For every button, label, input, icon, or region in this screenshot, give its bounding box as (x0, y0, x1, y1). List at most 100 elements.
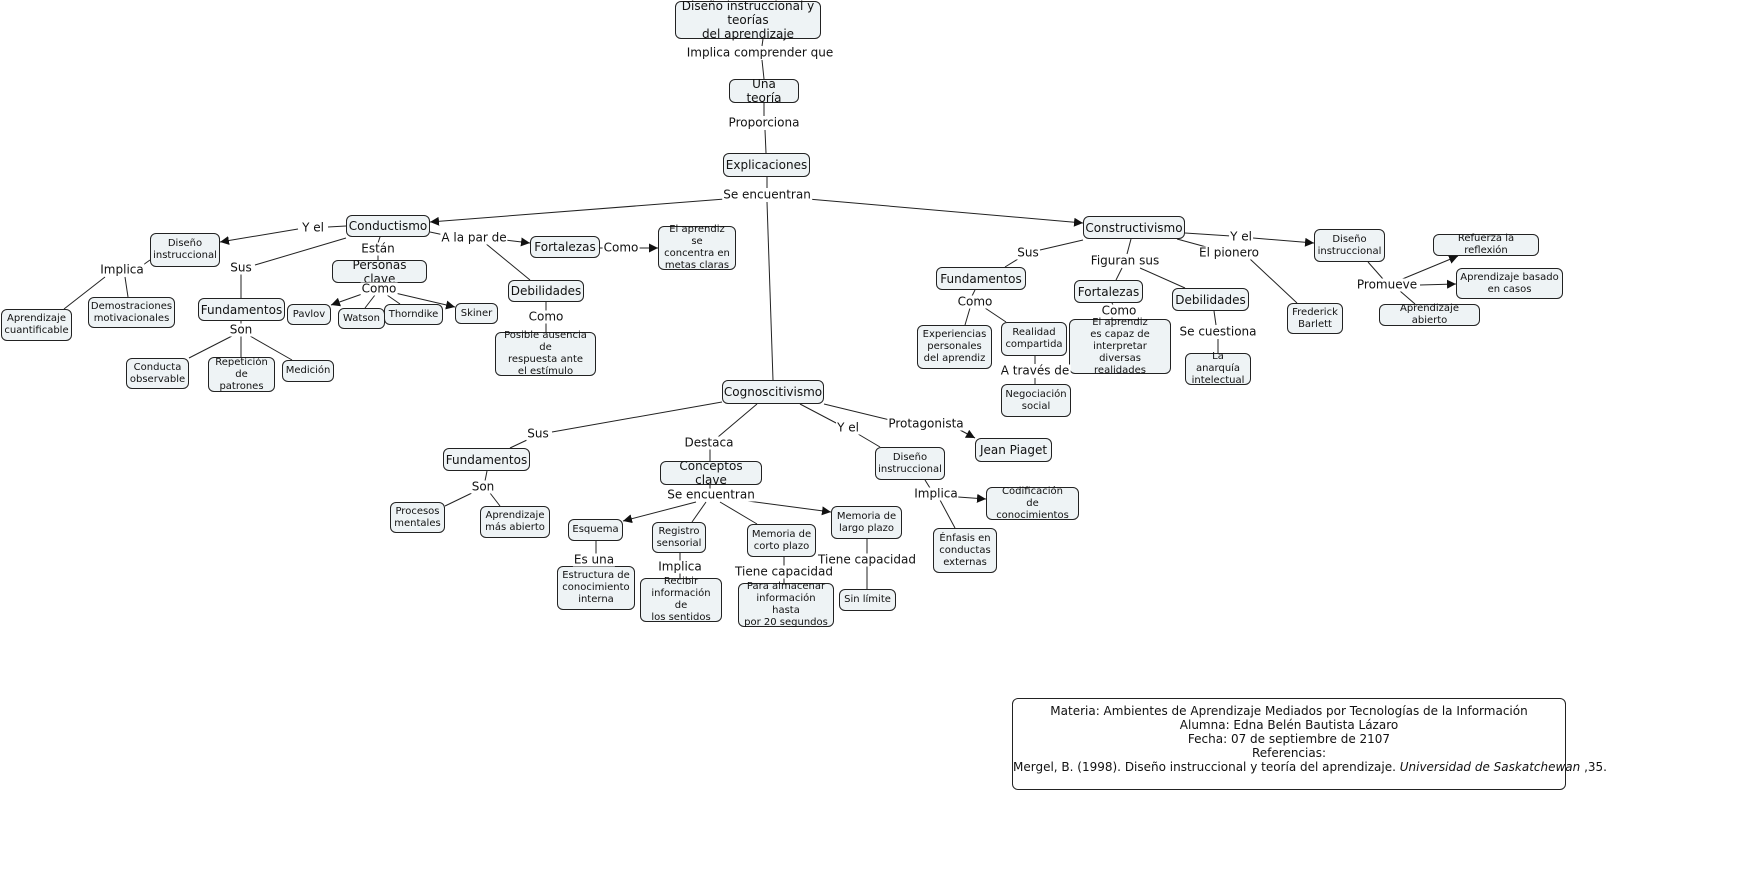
link-arrow (1399, 255, 1459, 281)
concept-di-conductismo[interactable]: Diseño instruccional (150, 233, 220, 267)
link-line (1213, 310, 1217, 326)
concept-repeticion[interactable]: Repetición de patrones (208, 357, 275, 392)
link-arrow (1252, 237, 1315, 247)
concept-aprendizaje-cuantificable[interactable]: Aprendizaje cuantificable (1, 309, 72, 341)
link-label: Y el (301, 220, 325, 235)
concept-experiencias[interactable]: Experiencias personales del aprendiz (917, 325, 992, 369)
concept-skiner[interactable]: Skiner (455, 303, 498, 324)
concept-aprendizaje-abierto[interactable]: Aprendizaje abierto (1379, 303, 1480, 326)
link-label: Se encuentran (722, 187, 812, 202)
concept-jean-piaget[interactable]: Jean Piaget (975, 438, 1052, 462)
link-line (364, 294, 376, 309)
link-line (719, 501, 758, 525)
concept-sin-limite[interactable]: Sin límite (839, 589, 896, 611)
link-arrow (739, 499, 832, 516)
link-line (1139, 267, 1186, 289)
concept-medicion[interactable]: Medición (282, 360, 334, 382)
concept-fortalezas-conductismo[interactable]: Fortalezas (530, 236, 600, 258)
footer-reference-entry: Mergel, B. (1998). Diseño instruccional … (1013, 760, 1607, 774)
link-line (489, 492, 501, 507)
link-arrow (394, 292, 456, 310)
concept-frederick[interactable]: Frederick Barlett (1287, 303, 1343, 334)
concept-procesos-mentales[interactable]: Procesos mentales (390, 502, 445, 533)
concept-conductismo[interactable]: Conductismo (346, 215, 430, 237)
link-label: Son (228, 322, 254, 337)
concept-memoria-largo[interactable]: Memoria de largo plazo (831, 506, 902, 539)
concept-registro-sensorial[interactable]: Registro sensorial (652, 522, 706, 553)
concept-conducta-observable[interactable]: Conducta observable (126, 358, 189, 389)
concept-title[interactable]: Diseño instruccional y teorías del apren… (675, 0, 821, 41)
concept-fundamentos-conductismo[interactable]: Fundamentos (198, 298, 285, 321)
link-line (799, 403, 839, 425)
link-label: Implica (657, 559, 703, 574)
link-line (124, 276, 129, 298)
link-line (1399, 290, 1416, 305)
link-line (509, 439, 528, 449)
concept-demostraciones[interactable]: Demostraciones motivacionales (88, 297, 175, 328)
link-line (551, 401, 723, 433)
concept-una-teoria[interactable]: Una teoría (729, 77, 799, 105)
concept-metas-claras[interactable]: El aprendiz se concentra en metas claras (658, 224, 736, 271)
concept-almacenar[interactable]: Para almacenar información hasta por 20 … (738, 581, 834, 628)
link-line (1126, 238, 1132, 255)
link-label: Como (1100, 303, 1138, 318)
concept-interpretar[interactable]: El aprendiz es capaz de interpretar dive… (1069, 317, 1171, 376)
footer-materia: Materia: Ambientes de Aprendizaje Mediad… (1050, 704, 1528, 718)
concept-realidad-compartida[interactable]: Realidad compartida (1001, 322, 1067, 356)
ref-text: Mergel, B. (1998). Diseño instruccional … (1013, 760, 1400, 774)
concept-conceptos-clave[interactable]: Conceptos clave (660, 459, 762, 487)
concept-estructura[interactable]: Estructura de conocimiento interna (557, 566, 635, 610)
concept-mas-abierto[interactable]: Aprendizaje más abierto (480, 506, 550, 538)
concept-di-constructivismo[interactable]: Diseño instruccional (1314, 229, 1385, 262)
concept-explicaciones[interactable]: Explicaciones (723, 153, 810, 177)
link-line (1184, 232, 1232, 237)
concept-esquema[interactable]: Esquema (568, 519, 623, 541)
link-line (964, 307, 971, 326)
link-line (327, 225, 347, 228)
link-line (1039, 239, 1084, 251)
concept-refuerza[interactable]: Refuerza la reflexión (1433, 233, 1539, 256)
concept-posible-ausencia[interactable]: Posible ausencia de respuesta ante el es… (495, 330, 596, 377)
concept-basado-casos[interactable]: Aprendizaje basado en casos (1456, 268, 1563, 299)
link-line (939, 499, 956, 529)
concept-personas-clave[interactable]: Personas clave (332, 258, 427, 286)
concept-fortalezas-constructivismo[interactable]: Fortalezas (1074, 280, 1143, 303)
concept-negociacion-social[interactable]: Negociación social (1001, 384, 1071, 417)
concept-constructivismo[interactable]: Constructivismo (1083, 216, 1185, 239)
link-arrow (957, 493, 987, 503)
link-arrow (330, 292, 366, 307)
link-line (761, 38, 764, 47)
concept-anarquia[interactable]: La anarquía intelectual (1185, 351, 1251, 386)
link-label: A la par de (440, 230, 508, 245)
link-label: Destaca (683, 435, 735, 450)
link-label: Están (360, 241, 396, 256)
concept-thorndike[interactable]: Thorndike (384, 304, 443, 325)
ref-italic: Universidad de Saskatchewan (1399, 760, 1581, 774)
concept-pavlov[interactable]: Pavlov (287, 304, 331, 325)
concept-cognoscitivismo[interactable]: Cognoscitivismo (722, 380, 824, 404)
link-label: Implica (913, 486, 959, 501)
concept-di-cognoscitivismo[interactable]: Diseño instruccional (875, 447, 945, 480)
link-label: Proporciona (727, 115, 801, 130)
concept-recibir[interactable]: Recibir información de los sentidos (640, 576, 722, 623)
link-label: Y el (836, 420, 860, 435)
concept-watson[interactable]: Watson (338, 308, 385, 329)
concept-fundamentos-cognoscitivismo[interactable]: Fundamentos (443, 448, 530, 471)
concept-codificacion[interactable]: Codificación de conocimientos (986, 486, 1079, 521)
link-label: Se cuestiona (1178, 324, 1258, 339)
link-line (377, 236, 381, 244)
link-arrow (959, 429, 976, 439)
link-line (924, 479, 931, 489)
concept-debilidades-conductismo[interactable]: Debilidades (508, 280, 584, 302)
link-label: Implica comprender que (685, 45, 835, 60)
concept-memoria-corto[interactable]: Memoria de corto plazo (747, 524, 816, 557)
link-label: Sus (526, 426, 550, 441)
concept-debilidades-constructivismo[interactable]: Debilidades (1172, 288, 1249, 311)
concept-fundamentos-constructivismo[interactable]: Fundamentos (936, 267, 1026, 290)
link-line (63, 276, 106, 310)
footer-fecha: Fecha: 07 de septiembre de 2107 (1187, 732, 1391, 746)
concept-enfasis[interactable]: Énfasis en conductas externas (933, 528, 997, 573)
footer-alumna: Alumna: Edna Belén Bautista Lázaro (1179, 718, 1399, 732)
link-line (984, 307, 1007, 323)
link-line (386, 294, 401, 305)
